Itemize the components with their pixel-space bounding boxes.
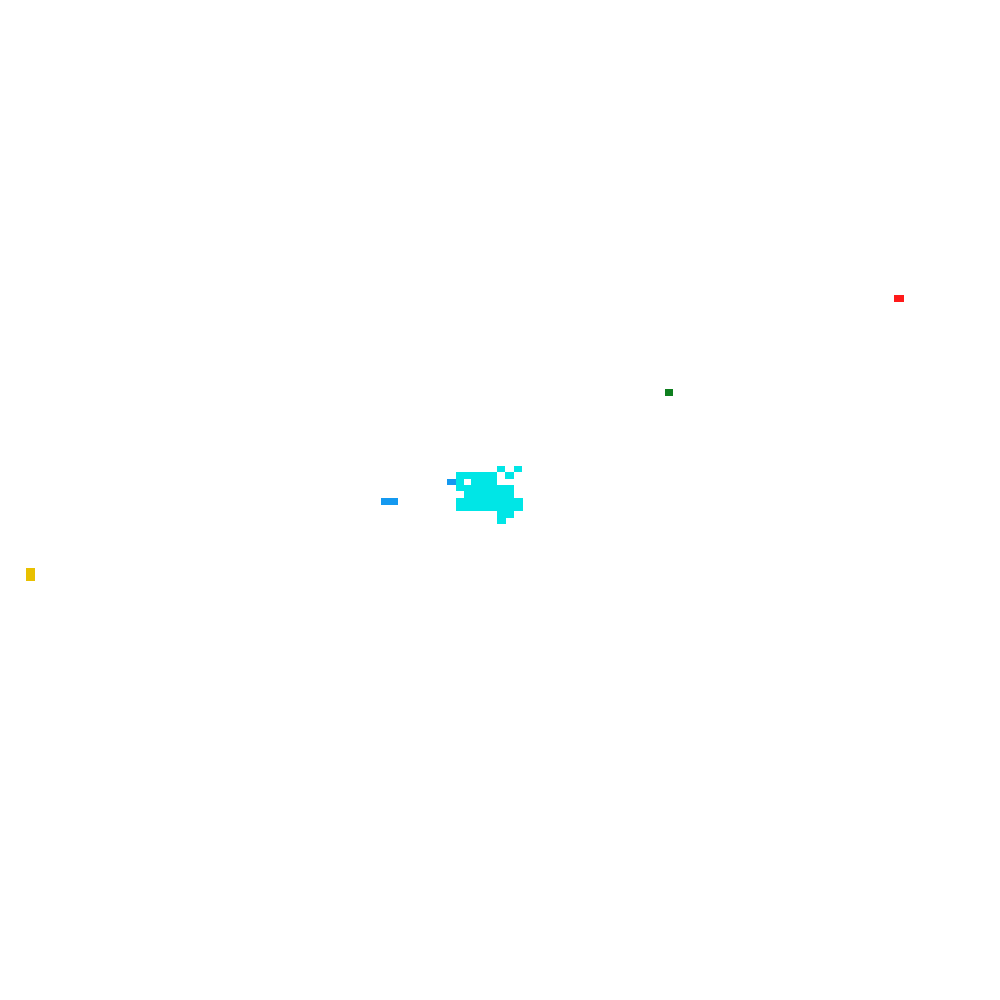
yellow-pixel-icon [26,568,35,581]
green-pixel-icon [665,389,673,396]
red-pixel-icon [894,295,904,302]
cyan-pixel-creature-icon[interactable] [446,465,524,525]
blue-projectile-icon [381,498,398,505]
